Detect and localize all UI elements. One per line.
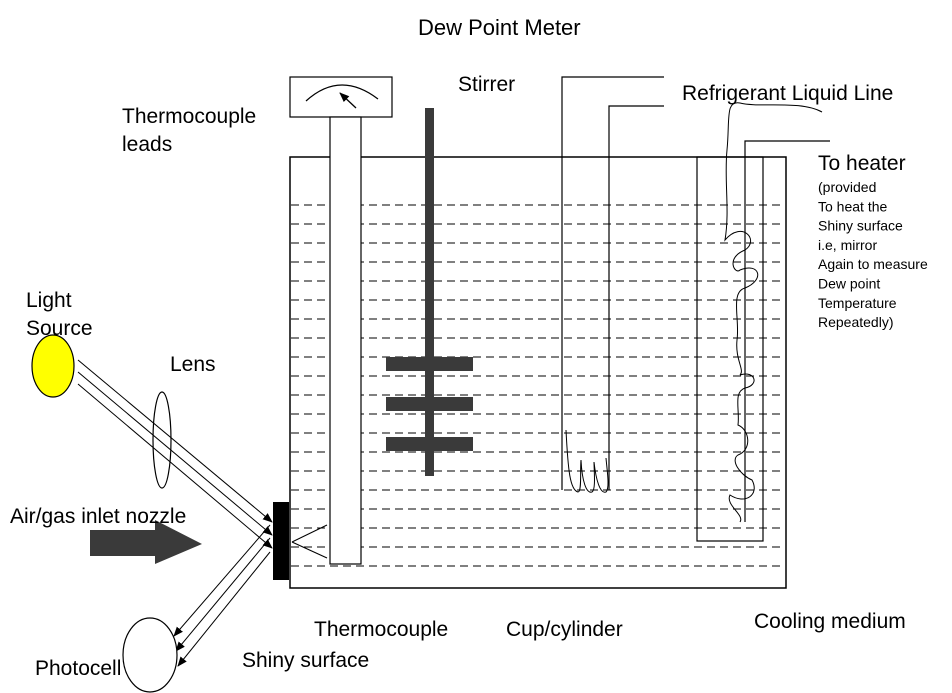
reflected-ray [175,537,271,652]
incident-ray [77,359,273,523]
cup-cylinder-inner-wall [608,105,664,490]
label-to-heater: To heater [818,152,906,175]
label-light-source: Light [26,289,72,312]
shiny-surface-mirror [273,502,289,580]
light-source-bulb [31,334,75,398]
refrigerant-coil [724,102,823,523]
thermocouple-junction-line [291,524,328,543]
heater-note-line: Shiny surface [818,218,903,234]
heater-note-line: To heat the [818,198,887,214]
label-thermocouple-leads: Thermocouple [122,105,256,128]
label-air-gas-inlet-nozzle: Air/gas inlet nozzle [10,505,186,528]
label-cooling-medium: Cooling medium [754,610,906,633]
label-thermocouple-leads: leads [122,133,172,156]
label-stirrer: Stirrer [458,73,515,96]
heater-note-line: Dew point [818,276,880,292]
photocell [122,617,178,693]
label-shiny-surface: Shiny surface [242,649,369,672]
heater-note-line: i.e, mirror [818,237,877,253]
reflected-ray [177,551,271,667]
thermocouple-gauge [289,76,393,118]
heater-note-line: Repeatedly) [818,314,894,330]
label-cup-cylinder: Cup/cylinder [506,618,623,641]
incident-ray [77,371,273,536]
air-inlet-arrow [90,520,202,564]
label-light-source: Source [26,317,93,340]
thermocouple-junction-line-2 [291,541,328,559]
stirrer-blade [386,357,473,371]
heater-note-line: Again to measure [818,256,928,272]
label-refrigerant-liquid-line: Refrigerant Liquid Line [682,82,893,105]
cooling-medium-lines [291,204,785,567]
heater-note-line: Temperature [818,295,897,311]
label-lens: Lens [170,353,216,376]
stirrer-shaft [425,108,434,476]
gauge-scale-arc [305,84,379,102]
label-thermocouple: Thermocouple [314,618,448,641]
incident-ray [77,383,273,549]
stirrer-blade [386,437,473,451]
heater-lead [744,140,830,522]
gauge-needle [339,92,357,109]
stirrer-blade [386,397,473,411]
refrigerant-coil-in-cup [565,429,609,493]
lens [152,391,172,489]
cooling-bath-container [289,156,787,589]
heater-tube-outer [696,156,764,542]
cup-cylinder-outer-wall [561,76,664,490]
diagram-title: Dew Point Meter [418,15,581,40]
reflected-ray [173,524,271,637]
label-photocell: Photocell [35,657,121,680]
heater-note-line: (provided [818,179,876,195]
thermocouple-tube [329,116,362,565]
